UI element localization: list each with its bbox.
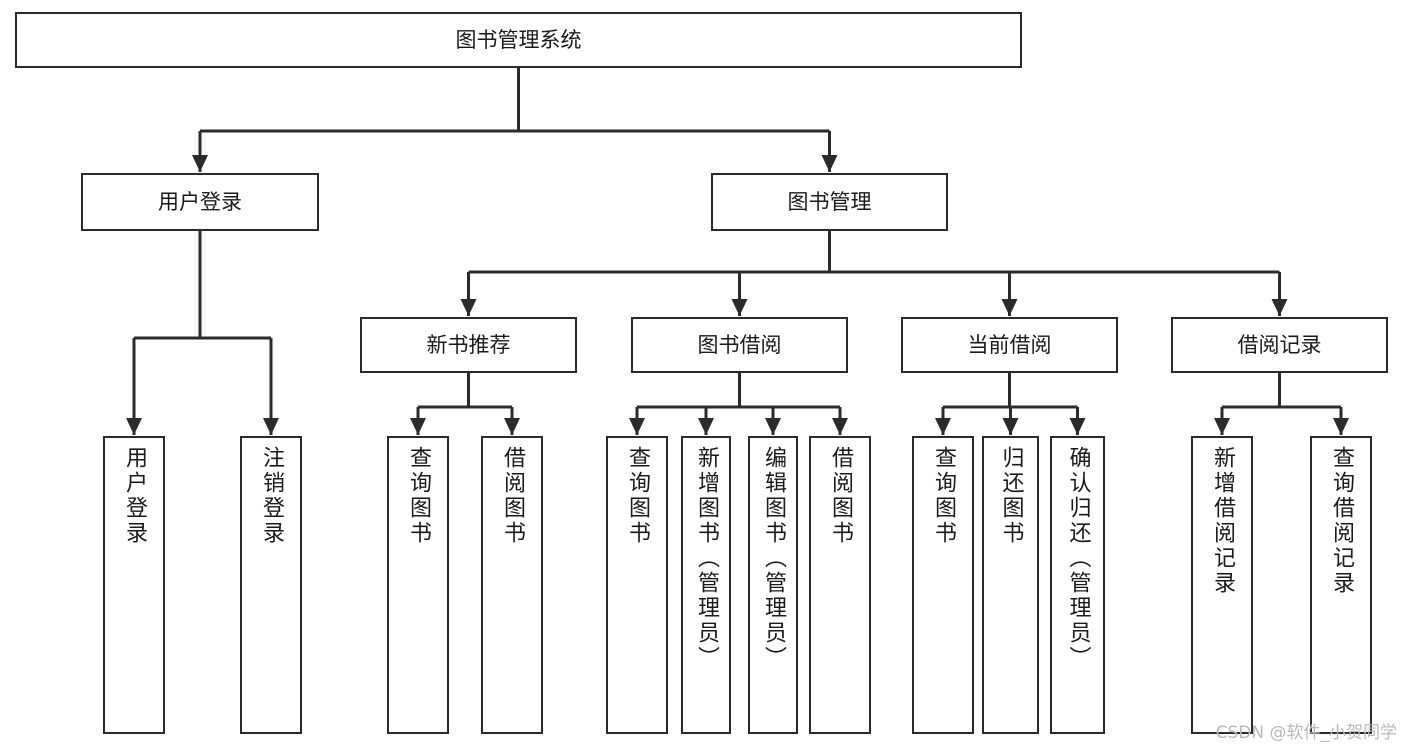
node-current[interactable]: 当前借阅: [901, 317, 1118, 373]
node-label: 查询图书: [405, 446, 431, 546]
node-leaf-4[interactable]: 借阅图书: [481, 436, 543, 734]
arrowhead-icon: [460, 299, 477, 316]
node-login[interactable]: 用户登录: [81, 173, 319, 231]
arrowhead-icon: [504, 418, 520, 435]
node-leaf-2[interactable]: 注销登录: [240, 436, 302, 734]
node-label: 注销登录: [258, 446, 284, 546]
node-newbook[interactable]: 新书推荐: [360, 317, 577, 373]
node-records[interactable]: 借阅记录: [1171, 317, 1388, 373]
node-label: 新增借阅记录: [1209, 446, 1235, 596]
node-bookmgmt[interactable]: 图书管理: [711, 173, 948, 231]
arrowhead-icon: [1069, 418, 1086, 435]
node-label: 查询图书: [624, 446, 650, 546]
arrowhead-icon: [765, 418, 781, 435]
watermark: CSDN @软件_小贺同学: [1215, 723, 1397, 743]
node-label: 借阅图书: [827, 446, 853, 546]
node-leaf-3[interactable]: 查询图书: [387, 436, 449, 734]
node-label: 查询借阅记录: [1328, 446, 1354, 596]
node-label: 图书管理: [787, 189, 872, 214]
node-label: 当前借阅: [967, 332, 1052, 357]
node-leaf-7[interactable]: 编辑图书（管理员）: [748, 436, 798, 734]
node-leaf-11[interactable]: 确认归还（管理员）: [1050, 436, 1105, 734]
node-label: 图书管理系统: [455, 27, 582, 52]
arrowhead-icon: [821, 155, 838, 172]
node-root[interactable]: 图书管理系统: [15, 12, 1022, 68]
node-label: 用户登录: [158, 189, 242, 214]
node-borrow[interactable]: 图书借阅: [631, 317, 848, 373]
node-label: 图书借阅: [697, 332, 782, 357]
node-label: 新书推荐: [426, 332, 511, 357]
node-label: 查询图书: [930, 446, 956, 546]
arrowhead-icon: [126, 418, 142, 435]
node-label: 编辑图书（管理员）: [760, 446, 786, 671]
arrowhead-icon: [731, 299, 748, 316]
node-leaf-13[interactable]: 查询借阅记录: [1310, 436, 1372, 734]
node-leaf-6[interactable]: 新增图书（管理员）: [681, 436, 731, 734]
arrowhead-icon: [935, 418, 951, 435]
node-leaf-5[interactable]: 查询图书: [606, 436, 668, 734]
node-label: 借阅记录: [1237, 332, 1322, 357]
arrowhead-icon: [410, 418, 426, 435]
arrowhead-icon: [832, 418, 848, 435]
node-label: 用户登录: [121, 446, 147, 546]
arrowhead-icon: [629, 418, 645, 435]
arrowhead-icon: [263, 418, 279, 435]
node-leaf-9[interactable]: 查询图书: [912, 436, 974, 734]
node-label: 新增图书（管理员）: [693, 446, 719, 671]
node-leaf-12[interactable]: 新增借阅记录: [1191, 436, 1253, 734]
arrowhead-icon: [192, 155, 208, 172]
arrowhead-icon: [698, 418, 714, 435]
arrowhead-icon: [1214, 418, 1230, 435]
node-leaf-10[interactable]: 归还图书: [982, 436, 1039, 734]
arrowhead-icon: [1271, 299, 1288, 316]
node-label: 确认归还（管理员）: [1065, 446, 1091, 671]
arrowhead-icon: [1001, 299, 1018, 316]
arrowhead-icon: [1002, 418, 1019, 435]
node-leaf-1[interactable]: 用户登录: [103, 436, 165, 734]
node-label: 归还图书: [998, 446, 1024, 546]
arrowhead-icon: [1333, 418, 1349, 435]
node-label: 借阅图书: [499, 446, 525, 546]
node-leaf-8[interactable]: 借阅图书: [809, 436, 871, 734]
